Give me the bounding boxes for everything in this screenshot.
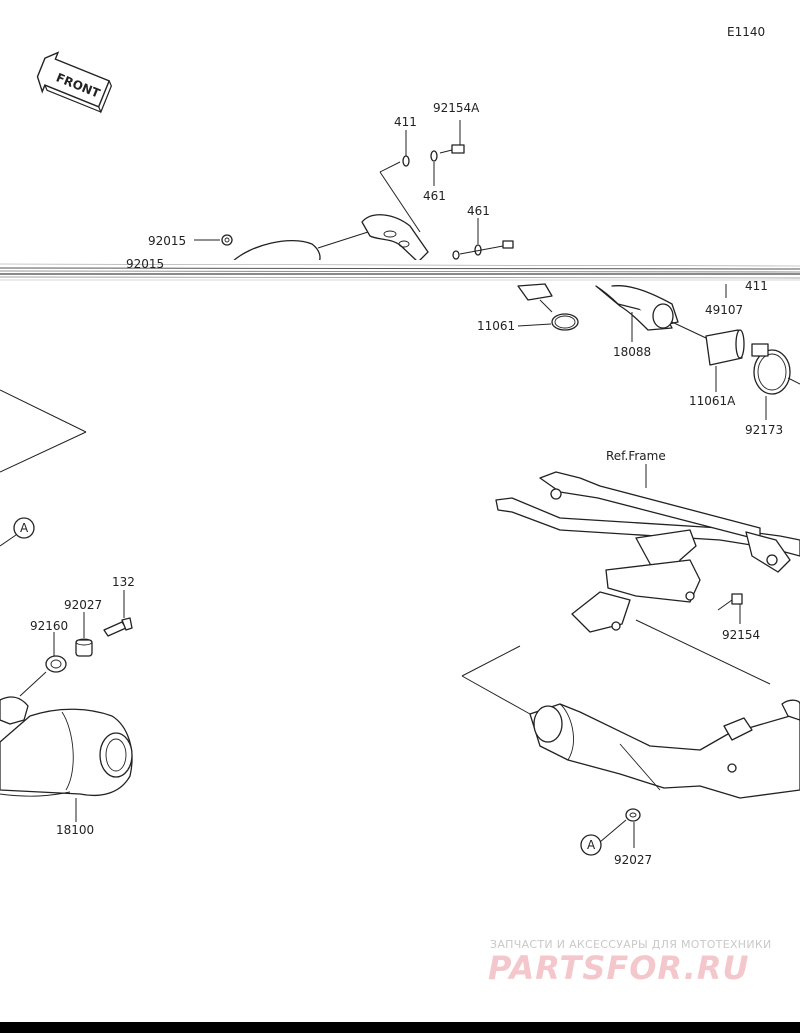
label-411-top: 411 (394, 115, 417, 129)
front-arrow-icon: FRONT (36, 51, 113, 114)
bolt-132 (103, 590, 133, 637)
washer-461-top (430, 150, 438, 186)
pipe-18088 (595, 285, 679, 342)
callout-a-right-label: A (587, 838, 596, 852)
label-461-top: 461 (423, 189, 446, 203)
label-11061A: 11061A (689, 394, 736, 408)
callout-a-left: A (0, 517, 35, 547)
scan-artifact-band (0, 260, 800, 284)
label-92160: 92160 (30, 619, 68, 633)
left-leader-lines (0, 389, 87, 473)
muffler-18100 (0, 696, 133, 822)
label-92173: 92173 (745, 423, 783, 437)
diagram-code: E1140 (727, 25, 765, 39)
nut-92015 (194, 234, 233, 246)
washer-461-mid (452, 218, 514, 260)
label-18088: 18088 (613, 345, 651, 359)
collar-92027-right (599, 808, 641, 843)
callout-a-left-label: A (20, 521, 29, 535)
bolt-92154 (717, 593, 743, 624)
label-411-right: 411 (745, 279, 768, 293)
label-461-mid: 461 (467, 204, 490, 218)
label-92015: 92015 (148, 234, 186, 248)
grommet-92160 (19, 632, 67, 697)
label-11061: 11061 (477, 319, 515, 333)
callout-a-right: A (580, 834, 602, 856)
sub-frame (495, 471, 800, 685)
label-92015-cut: 92015 (126, 257, 164, 271)
collar-92027-left (75, 612, 93, 657)
muffler-bracket (361, 214, 429, 263)
label-49107: 49107 (705, 303, 743, 317)
watermark-subtitle: ЗАПЧАСТИ И АКСЕССУАРЫ ДЛЯ МОТОТЕХНИКИ (490, 938, 772, 951)
ref-frame-label: Ref.Frame (606, 449, 666, 463)
label-92027-left: 92027 (64, 598, 102, 612)
sleeve-11061A (671, 321, 745, 392)
label-92154A: 92154A (433, 101, 480, 115)
exhaust-pipe-assembly (529, 699, 800, 799)
label-92154: 92154 (722, 628, 760, 642)
label-132: 132 (112, 575, 135, 589)
bolt-92154A (439, 120, 465, 154)
gasket-11061 (517, 283, 579, 331)
watermark-logo: PARTSFOR.RU (488, 949, 750, 987)
washer-411-top (402, 130, 410, 167)
label-92027-right: 92027 (614, 853, 652, 867)
clamp-92173 (751, 343, 800, 420)
bottom-bar (0, 1022, 800, 1033)
silencer-top-shell (231, 240, 321, 265)
label-18100: 18100 (56, 823, 94, 837)
